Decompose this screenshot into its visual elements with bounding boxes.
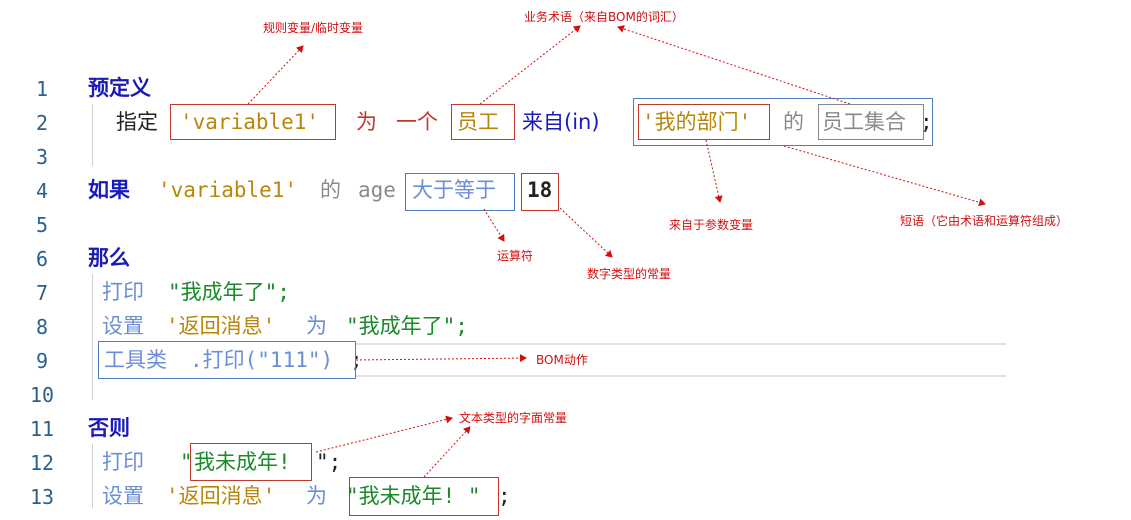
annotation-rule-variable: 规则变量/临时变量 <box>263 21 364 35</box>
annotation-number-constant: 数字类型的常量 <box>587 267 672 281</box>
arrow-rule-variable <box>247 45 304 105</box>
line-number-2: 2 <box>35 111 49 135</box>
line-number-11: 11 <box>29 417 55 441</box>
keyword-if: 如果 <box>88 178 130 202</box>
keyword-a: 一个 <box>396 110 438 134</box>
term-employee: 员工 <box>457 110 499 134</box>
arrow-business-term-1 <box>479 25 581 105</box>
bom-class-tool: 工具类 <box>104 348 167 372</box>
indent-guide <box>92 444 93 508</box>
line-number-1: 1 <box>35 77 49 101</box>
line-number-13: 13 <box>29 485 55 509</box>
annotation-param-variable: 来自于参数变量 <box>669 218 754 232</box>
string-literal: 我未成年! <box>194 450 291 474</box>
indent-guide <box>92 274 93 400</box>
arrow-business-term-2 <box>617 25 851 105</box>
box-text-const <box>349 477 499 516</box>
box-phrase <box>633 98 933 146</box>
box-term-employee <box>451 104 515 140</box>
action-print: 打印 <box>102 450 144 474</box>
box-text-const <box>190 443 312 481</box>
line-number-8: 8 <box>35 315 49 339</box>
variable-return-message: '返回消息' <box>166 484 276 508</box>
attribute-age: age <box>358 178 396 202</box>
line-number-12: 12 <box>29 451 55 475</box>
keyword-then: 那么 <box>88 246 130 270</box>
param-department: '我的部门' <box>642 110 752 134</box>
arrow-text-constant-2 <box>423 426 471 478</box>
keyword-from-in: 来自(in) <box>522 110 600 134</box>
variable-return-message: '返回消息' <box>166 314 276 338</box>
line-number-4: 4 <box>35 179 49 203</box>
action-set: 设置 <box>102 314 144 338</box>
quote-open: " <box>180 450 193 474</box>
line-number-5: 5 <box>35 213 49 237</box>
annotation-business-term: 业务术语（来自BOM的词汇） <box>524 10 684 24</box>
box-param <box>638 104 770 140</box>
bom-method-call: .打印("111") <box>190 348 334 372</box>
line-number-10: 10 <box>29 383 55 407</box>
keyword-as: 为 <box>306 314 327 338</box>
keyword-as: 为 <box>306 484 327 508</box>
arrow-text-constant-1 <box>315 415 453 453</box>
action-print: 打印 <box>102 280 144 304</box>
line-number-9: 9 <box>35 349 49 373</box>
arrow-operator <box>483 208 505 242</box>
box-variable <box>170 104 336 140</box>
arrow-number-constant <box>559 207 613 258</box>
variable-name: 'variable1' <box>180 110 320 134</box>
operator-gte: 大于等于 <box>412 178 496 202</box>
box-term-set <box>818 104 924 140</box>
box-operator <box>405 173 515 211</box>
keyword-of: 的 <box>783 110 804 134</box>
keyword-of: 的 <box>320 178 341 202</box>
term-employee-set: 员工集合 <box>822 110 906 134</box>
keyword-predefine: 预定义 <box>88 76 151 100</box>
keyword-as: 为 <box>356 110 377 134</box>
box-bom-action <box>98 341 356 379</box>
annotation-phrase: 短语（它由术语和运算符组成） <box>900 214 1069 228</box>
string-literal: "我成年了"; <box>346 314 468 338</box>
line-number-7: 7 <box>35 281 49 305</box>
variable-name: 'variable1' <box>158 178 298 202</box>
indent-guide <box>92 104 93 166</box>
line-number-6: 6 <box>35 247 49 271</box>
line-number-3: 3 <box>35 145 49 169</box>
annotation-bom-action: BOM动作 <box>536 353 588 367</box>
arrow-bom-action <box>355 354 527 363</box>
keyword-assign: 指定 <box>116 110 158 134</box>
action-set: 设置 <box>102 484 144 508</box>
annotation-operator: 运算符 <box>497 249 534 263</box>
number-constant: 18 <box>527 178 553 202</box>
string-literal: "我成年了"; <box>168 280 290 304</box>
quote-close: "; <box>316 450 342 474</box>
string-literal: "我未成年! " <box>346 484 481 508</box>
keyword-else: 否则 <box>88 416 130 440</box>
arrow-phrase <box>783 145 986 207</box>
arrow-param-variable <box>705 139 723 203</box>
annotation-text-constant: 文本类型的字面常量 <box>459 411 568 425</box>
semicolon: ; <box>498 484 511 508</box>
current-line-highlight <box>356 343 1006 377</box>
box-number <box>521 173 559 211</box>
